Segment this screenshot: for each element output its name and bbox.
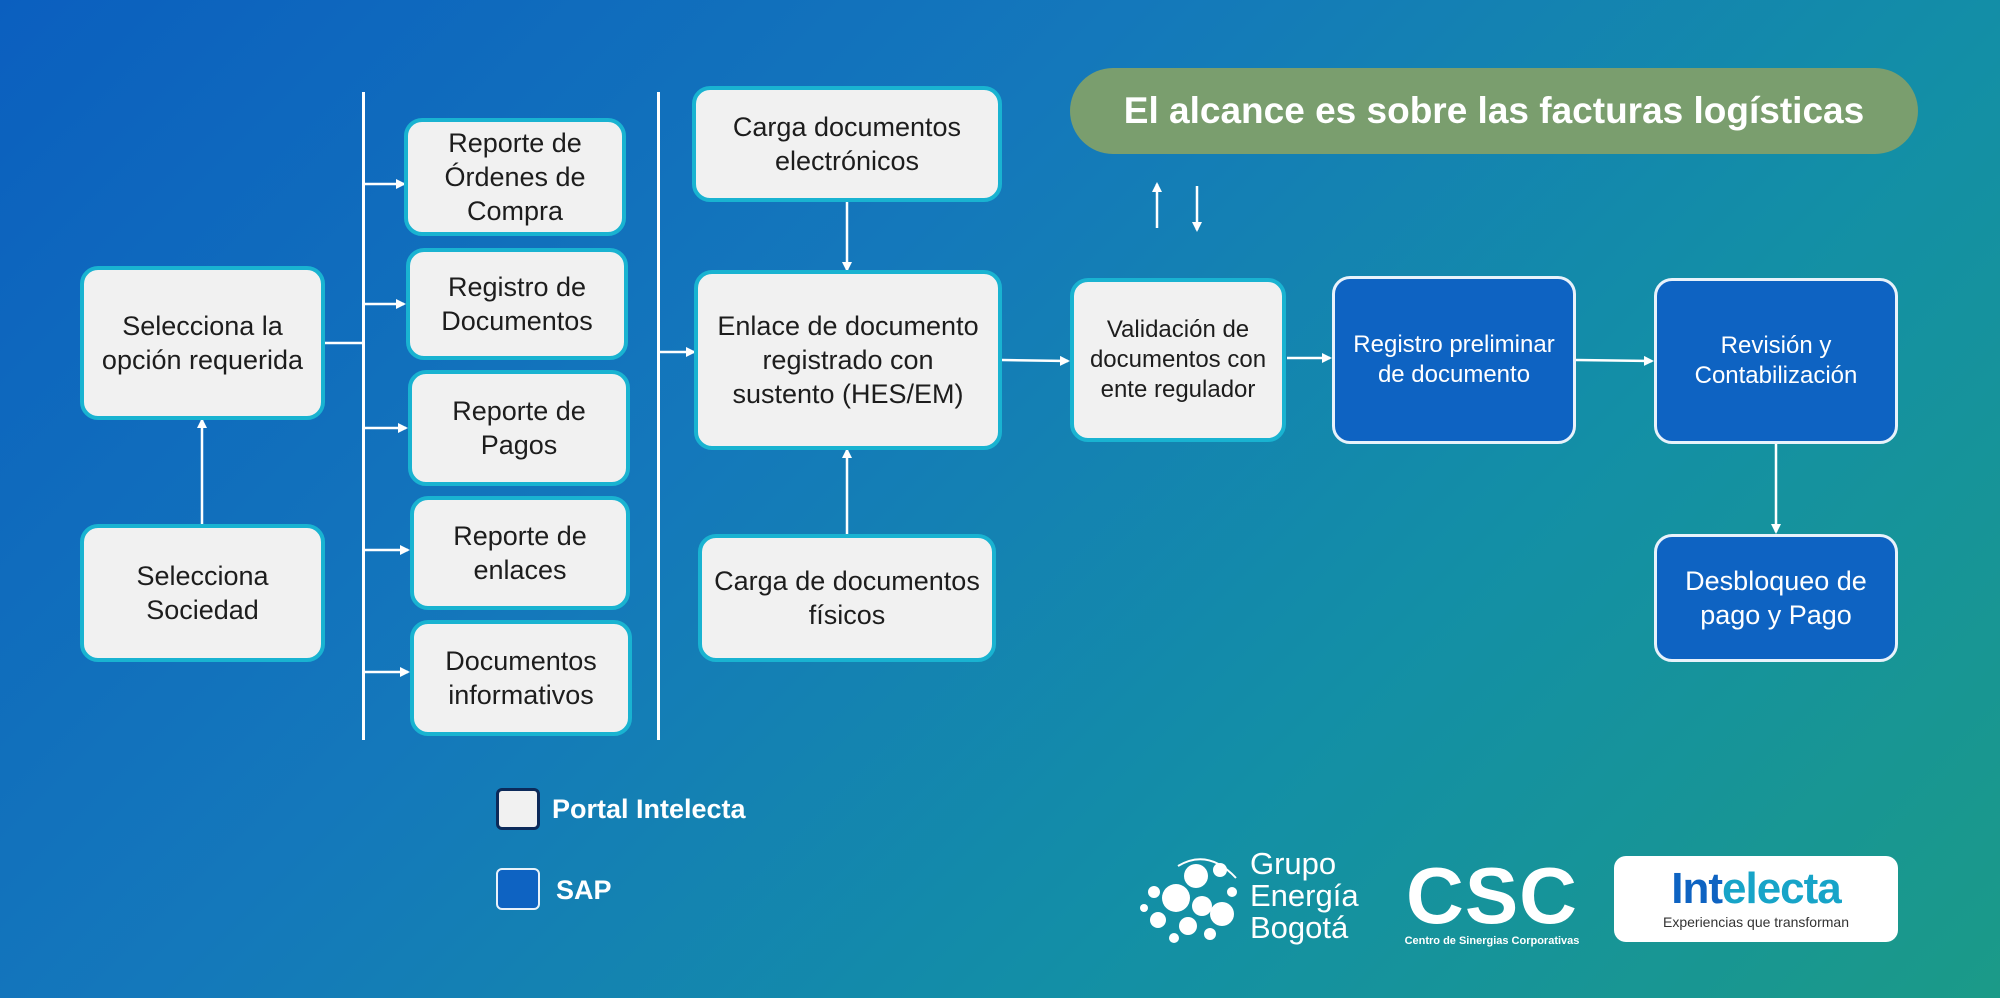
logo-csc: CSC Centro de Sinergias Corporativas <box>1392 851 1592 948</box>
intelecta-part-a: Int <box>1671 864 1723 913</box>
box-reporte-pagos[interactable]: Reporte de Pagos <box>408 370 630 486</box>
box-reporte-enlaces[interactable]: Reporte de enlaces <box>410 496 630 610</box>
box-selecciona-sociedad[interactable]: Selecciona Sociedad <box>80 524 325 662</box>
intelecta-part-b: electa <box>1722 864 1842 913</box>
logo-intelecta: Intelecta Experiencias que transforman <box>1614 856 1898 942</box>
geb-bubbles-icon <box>1140 858 1237 943</box>
box-revision-label: Revisión y Contabilización <box>1694 332 1858 389</box>
box-reporte-enlaces-label: Reporte de enlaces <box>453 521 587 585</box>
box-reporte-ordenes-label: Reporte de Órdenes de Compra <box>444 128 586 226</box>
box-enlace-documento[interactable]: Enlace de documento registrado con suste… <box>694 270 1002 450</box>
box-selecciona-opcion-label: Selecciona la opción requerida <box>101 311 304 375</box>
box-carga-electronicos-label: Carga documentos electrónicos <box>732 112 962 176</box>
box-reporte-ordenes[interactable]: Reporte de Órdenes de Compra <box>404 118 626 236</box>
box-carga-fisicos-label: Carga de documentos físicos <box>714 566 980 630</box>
scope-banner: El alcance es sobre las facturas logísti… <box>1070 68 1918 154</box>
csc-name: CSC <box>1406 851 1578 940</box>
intelecta-wordmark: Intelecta <box>1614 856 1898 914</box>
box-reporte-pagos-label: Reporte de Pagos <box>452 396 586 460</box>
process-divider-line <box>657 92 660 740</box>
box-documentos-informativos[interactable]: Documentos informativos <box>410 620 632 736</box>
scope-banner-text: El alcance es sobre las facturas logísti… <box>1123 90 1865 131</box>
box-validacion-label: Validación de documentos con ente regula… <box>1089 316 1267 403</box>
geb-line-3: Bogotá <box>1250 910 1349 945</box>
box-carga-electronicos[interactable]: Carga documentos electrónicos <box>692 86 1002 202</box>
box-registro-preliminar[interactable]: Registro preliminar de documento <box>1332 276 1576 444</box>
csc-tagline: Centro de Sinergias Corporativas <box>1404 935 1580 947</box>
box-registro-documentos[interactable]: Registro de Documentos <box>406 248 628 360</box>
geb-line-2: Energía <box>1250 878 1359 913</box>
box-desbloqueo-label: Desbloqueo de pago y Pago <box>1685 566 1867 630</box>
box-validacion[interactable]: Validación de documentos con ente regula… <box>1070 278 1286 442</box>
box-registro-documentos-label: Registro de Documentos <box>441 272 593 336</box>
box-revision[interactable]: Revisión y Contabilización <box>1654 278 1898 444</box>
geb-line-1: Grupo <box>1250 846 1337 881</box>
legend-label-portal: Portal Intelecta <box>552 794 746 824</box>
box-selecciona-opcion[interactable]: Selecciona la opción requerida <box>80 266 325 420</box>
arrow-registro-to-revision <box>1575 355 1654 366</box>
box-registro-preliminar-label: Registro preliminar de documento <box>1353 331 1555 388</box>
arrow-enlace-to-validacion <box>1001 355 1070 366</box>
logo-grupo-energia-bogota: Grupo Energía Bogotá <box>1138 848 1368 948</box>
geb-wordmark: Grupo Energía Bogotá <box>1250 848 1359 944</box>
intelecta-tagline: Experiencias que transforman <box>1663 914 1849 930</box>
box-enlace-documento-label: Enlace de documento registrado con suste… <box>717 311 979 409</box>
box-selecciona-sociedad-label: Selecciona Sociedad <box>136 561 269 625</box>
legend-swatch-sap <box>496 868 540 910</box>
box-carga-fisicos[interactable]: Carga de documentos físicos <box>698 534 996 662</box>
legend-label-sap: SAP <box>556 875 612 905</box>
box-documentos-informativos-label: Documentos informativos <box>445 646 597 710</box>
legend-swatch-portal <box>496 788 540 830</box>
box-desbloqueo[interactable]: Desbloqueo de pago y Pago <box>1654 534 1898 662</box>
menu-divider-line <box>362 92 365 740</box>
